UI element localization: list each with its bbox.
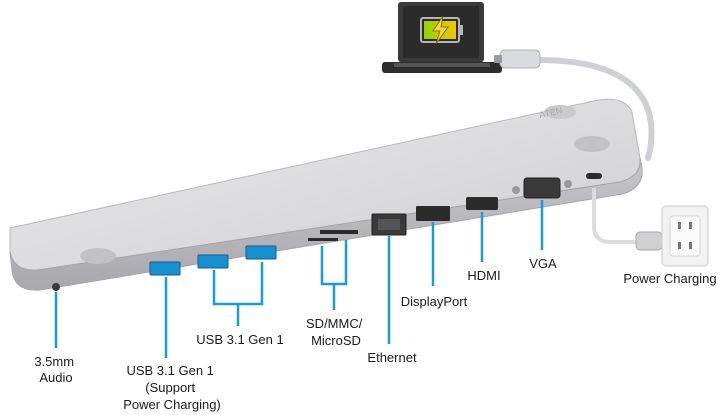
label-sd: SD/MMC/ MicroSD <box>306 316 366 348</box>
usb-port-2 <box>245 245 277 260</box>
hdmi-port <box>466 197 498 210</box>
sd-card-slot <box>320 230 358 234</box>
laptop-icon <box>382 2 502 73</box>
usb-port-charging <box>149 261 181 276</box>
label-hdmi: HDMI <box>467 268 500 283</box>
rubber-foot <box>574 136 610 152</box>
power-outlet-icon <box>661 205 709 267</box>
label-ethernet: Ethernet <box>367 350 417 365</box>
usb-c-power-port <box>586 173 602 179</box>
usb-port-1 <box>197 254 229 269</box>
dock-body: ATEN <box>9 98 643 291</box>
ethernet-port-inner <box>378 219 400 230</box>
usb-c-cable <box>494 49 655 161</box>
label-usb-charging: USB 3.1 Gen 1 (Support Power Charging) <box>123 363 221 412</box>
battery-charging-icon <box>420 15 463 45</box>
brand-logo: ATEN <box>538 105 563 120</box>
vga-port <box>512 177 572 199</box>
label-displayport: DisplayPort <box>401 294 468 309</box>
label-power: Power Charging <box>623 271 716 286</box>
power-cable <box>592 188 663 251</box>
label-audio: 3.5mm Audio <box>34 354 77 385</box>
microsd-slot <box>308 238 338 241</box>
displayport-port <box>416 206 450 221</box>
audio-jack-port <box>52 283 60 291</box>
label-vga: VGA <box>529 256 557 271</box>
rubber-foot <box>544 105 576 119</box>
label-usb-gen1: USB 3.1 Gen 1 <box>196 332 283 347</box>
rubber-foot <box>80 248 116 264</box>
leader-lines <box>54 200 544 358</box>
ports <box>52 173 602 291</box>
